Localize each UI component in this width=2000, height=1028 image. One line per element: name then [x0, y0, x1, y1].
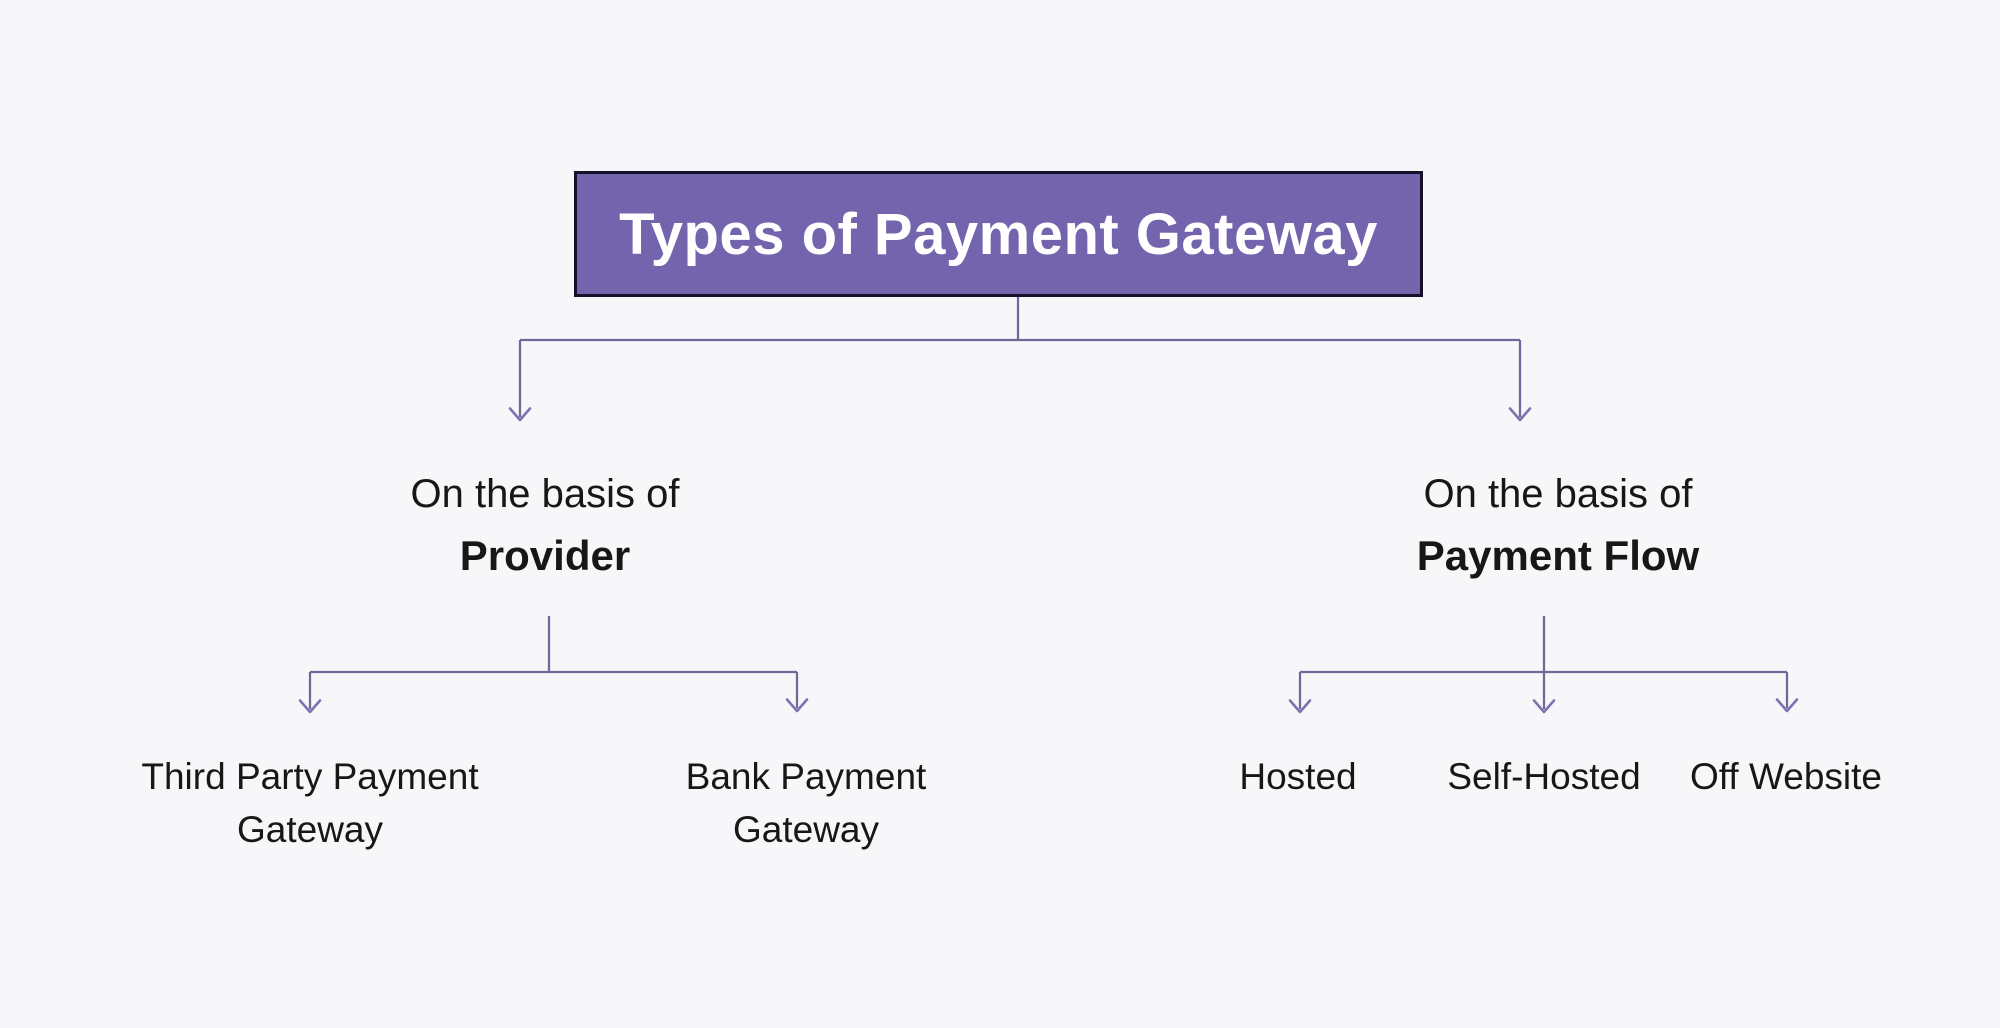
- leaf-line: Off Website: [1690, 756, 1882, 797]
- leaf-line: Gateway: [236, 809, 384, 850]
- leaf-line: Hosted: [1239, 756, 1357, 797]
- branch-payment-flow-name: Payment Flow: [1416, 532, 1700, 579]
- branch-provider-prefix: On the basis of: [410, 472, 680, 516]
- arrowhead-branch-payment-flow: [1508, 407, 1532, 422]
- leaf-off-website: Off Website: [1690, 750, 1882, 803]
- arrowhead-bank-payment: [785, 698, 809, 713]
- payment-flow-connector-line: [1298, 616, 1789, 709]
- title-box: Types of Payment Gateway: [574, 171, 1423, 297]
- branch-provider-name: Provider: [459, 532, 631, 579]
- leaf-line: Bank Payment: [685, 756, 927, 797]
- leaf-line: Third Party Payment: [141, 756, 479, 797]
- title-text: Types of Payment Gateway: [619, 201, 1378, 267]
- arrowhead-hosted: [1288, 699, 1312, 714]
- arrowhead-branch-provider: [508, 407, 532, 422]
- leaf-bank-payment-gateway: Bank Payment Gateway: [686, 750, 927, 856]
- leaf-hosted: Hosted: [1239, 750, 1356, 803]
- leaf-line: Gateway: [732, 809, 880, 850]
- leaf-line: Self-Hosted: [1447, 756, 1641, 797]
- arrowhead-off-website: [1775, 698, 1799, 713]
- arrowhead-third-party: [298, 699, 322, 714]
- branch-payment-flow-label: On the basis of Payment Flow: [1417, 470, 1699, 581]
- arrowhead-self-hosted: [1532, 699, 1556, 714]
- branch-provider-label: On the basis of Provider: [410, 470, 679, 581]
- provider-connector-line: [308, 616, 799, 709]
- branch-payment-flow-prefix: On the basis of: [1423, 472, 1693, 516]
- top-connector-line: [518, 297, 1522, 417]
- leaf-third-party-payment-gateway: Third Party Payment Gateway: [141, 750, 478, 856]
- leaf-self-hosted: Self-Hosted: [1447, 750, 1640, 803]
